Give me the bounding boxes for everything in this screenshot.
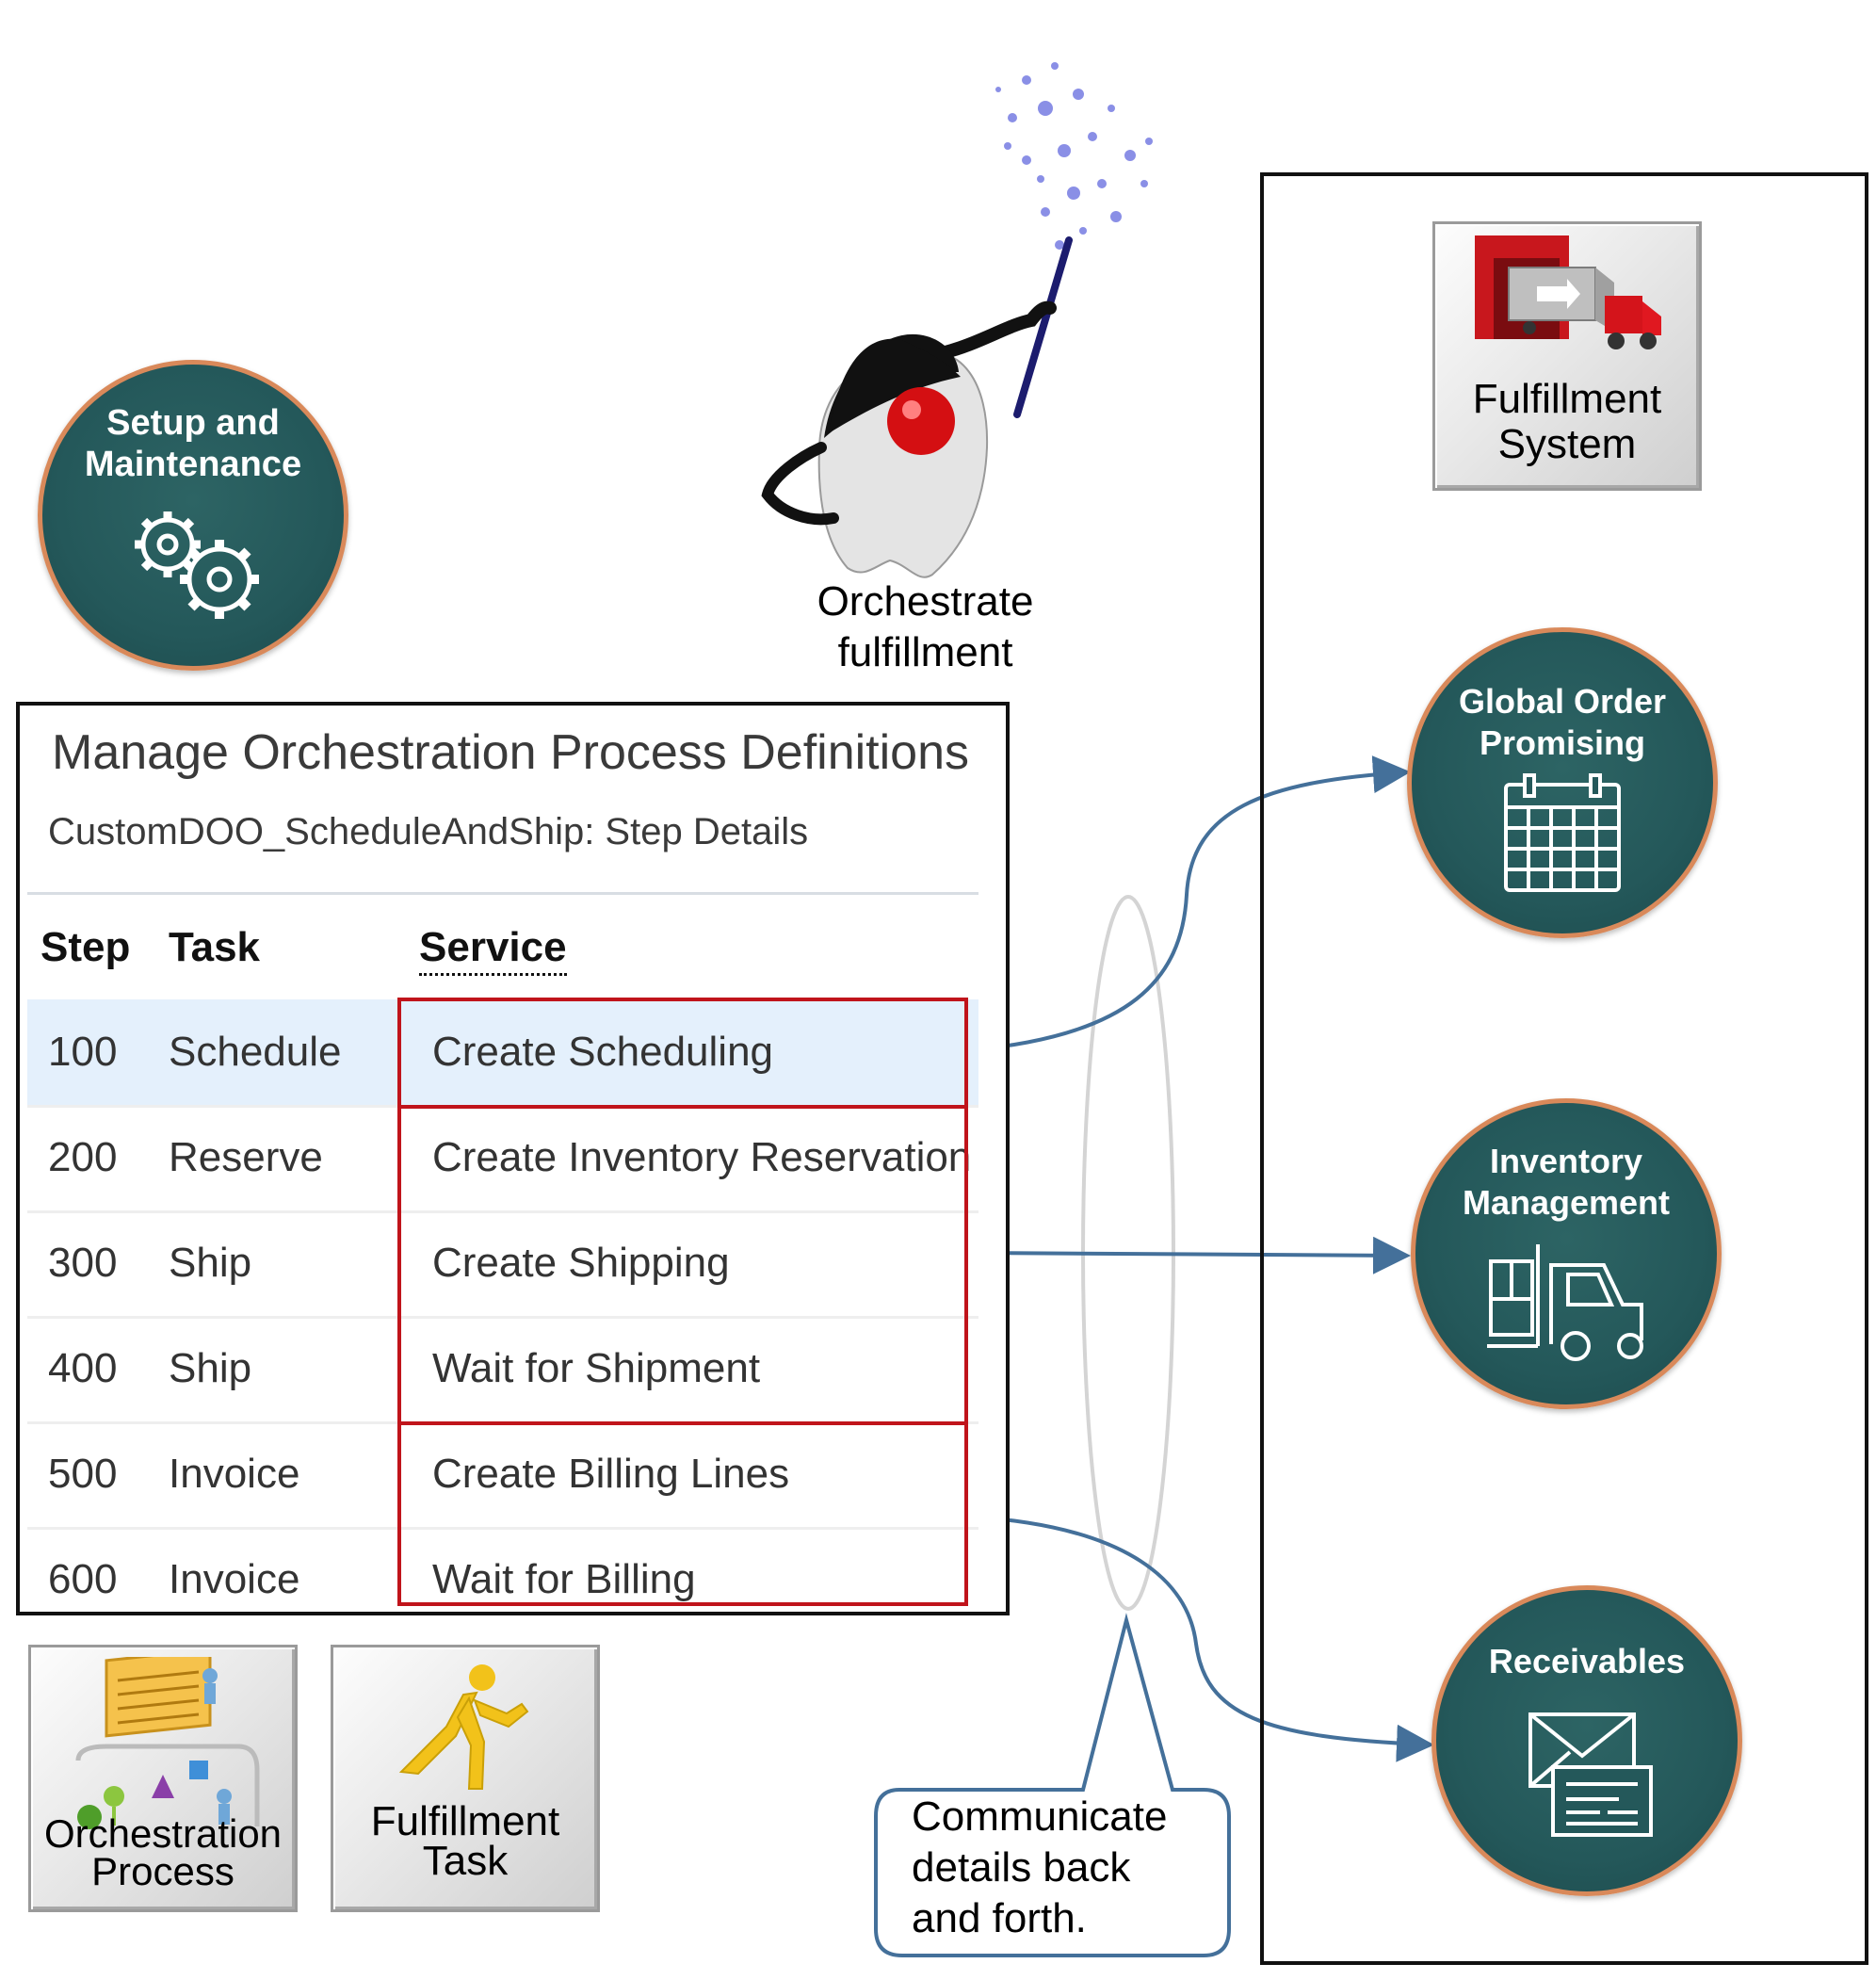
column-header-task[interactable]: Task <box>169 924 261 970</box>
callout-text: Communicate details back and forth. <box>912 1793 1168 1941</box>
column-header-service[interactable]: Service <box>419 924 567 976</box>
callout-bubble <box>874 1613 1231 1957</box>
running-figure-icon <box>398 1664 529 1790</box>
inventory-management-label: Inventory Management <box>1462 1142 1671 1222</box>
orchestration-process-icon <box>75 1657 260 1829</box>
gears-icon <box>135 511 259 619</box>
step-number: 100 <box>48 1029 118 1075</box>
step-number: 500 <box>48 1451 118 1497</box>
service-name: Create Shipping <box>432 1240 730 1286</box>
orchestrate-caption: Orchestrate fulfillment <box>817 578 1034 675</box>
step-number: 600 <box>48 1556 118 1602</box>
fulfillment-system-label: Fulfillment System <box>1472 376 1662 467</box>
service-name: Create Scheduling <box>432 1029 774 1075</box>
setup-maintenance-badge[interactable]: Setup and Maintenance <box>38 360 348 671</box>
panel-subtitle: CustomDOO_ScheduleAndShip: Step Details <box>48 811 809 852</box>
column-header-step[interactable]: Step <box>40 924 131 970</box>
fulfillment-system-tile[interactable]: Fulfillment System <box>1432 221 1702 491</box>
panel-title: Manage Orchestration Process Definitions <box>52 725 970 780</box>
billing-group-box <box>397 1421 968 1606</box>
step-number: 400 <box>48 1345 118 1391</box>
receivables-badge[interactable]: Receivables <box>1431 1585 1742 1896</box>
orchestration-process-tile[interactable]: Orchestration Process <box>28 1645 298 1912</box>
arrow-scheduling-gop <box>961 755 1411 1067</box>
arrow-shipping-inventory <box>967 1234 1411 1274</box>
process-definitions-panel: Manage Orchestration Process Definitions… <box>16 702 1010 1615</box>
service-name: Wait for Shipment <box>432 1345 761 1391</box>
step-number: 200 <box>48 1134 118 1180</box>
table-row[interactable]: 500 Invoice Create Billing Lines <box>27 1421 978 1530</box>
task-name: Schedule <box>169 1029 342 1075</box>
truck-icon <box>1475 235 1661 349</box>
table-row[interactable]: 300 Ship Create Shipping <box>27 1210 978 1319</box>
receivables-label: Receivables <box>1488 1642 1686 1680</box>
wizard-mascot-icon <box>761 62 1153 578</box>
global-order-promising-label: Global Order Promising <box>1458 682 1667 762</box>
fulfillment-task-label: Fulfillment Task <box>370 1798 560 1884</box>
table-row[interactable]: 200 Reserve Create Inventory Reservation <box>27 1105 978 1213</box>
task-name: Reserve <box>169 1134 323 1180</box>
table-row[interactable]: 100 Schedule Create Scheduling <box>27 999 978 1108</box>
invoice-envelope-icon <box>1528 1712 1653 1837</box>
fulfillment-task-tile[interactable]: Fulfillment Task <box>331 1645 600 1912</box>
global-order-promising-badge[interactable]: Global Order Promising <box>1407 627 1718 938</box>
calendar-icon <box>1504 773 1621 892</box>
task-name: Invoice <box>169 1556 300 1602</box>
task-name: Ship <box>169 1345 252 1391</box>
scheduling-group-box <box>397 998 968 1109</box>
table-row[interactable]: 600 Invoice Wait for Billing <box>27 1527 978 1612</box>
orchestration-process-label: Orchestration Process <box>43 1811 283 1893</box>
task-name: Ship <box>169 1240 252 1286</box>
shipping-group-box <box>397 1105 968 1425</box>
inventory-management-badge[interactable]: Inventory Management <box>1411 1098 1722 1409</box>
panel-divider <box>27 892 978 895</box>
service-name: Create Inventory Reservation <box>432 1134 972 1180</box>
task-name: Invoice <box>169 1451 300 1497</box>
setup-maintenance-label: Setup and Maintenance <box>84 403 302 484</box>
forklift-icon <box>1487 1244 1643 1361</box>
step-number: 300 <box>48 1240 118 1286</box>
service-name: Wait for Billing <box>432 1556 696 1602</box>
arrow-billing-receivables <box>961 1499 1434 1762</box>
service-name: Create Billing Lines <box>432 1451 790 1497</box>
fulfillment-systems-frame <box>1260 172 1868 1965</box>
